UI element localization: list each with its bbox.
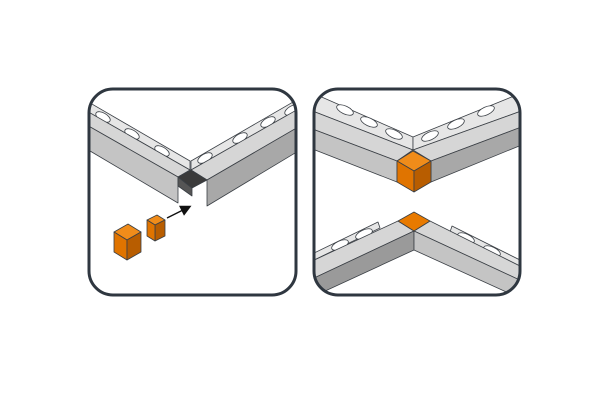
top-left-profile bbox=[314, 91, 414, 183]
top-right-profile bbox=[412, 91, 520, 183]
left-profile bbox=[89, 99, 191, 204]
bottom-right-profile bbox=[413, 220, 520, 295]
panel-frame bbox=[312, 87, 522, 297]
end-cap-piece bbox=[113, 214, 166, 261]
bottom-left-profile bbox=[314, 220, 415, 295]
end-cap-top-face bbox=[397, 211, 431, 232]
panel-before bbox=[87, 87, 298, 297]
insertion-arrow bbox=[166, 205, 192, 219]
fitted-end-cap bbox=[396, 150, 432, 193]
panel-after bbox=[312, 87, 522, 297]
panel-frame bbox=[87, 87, 298, 297]
